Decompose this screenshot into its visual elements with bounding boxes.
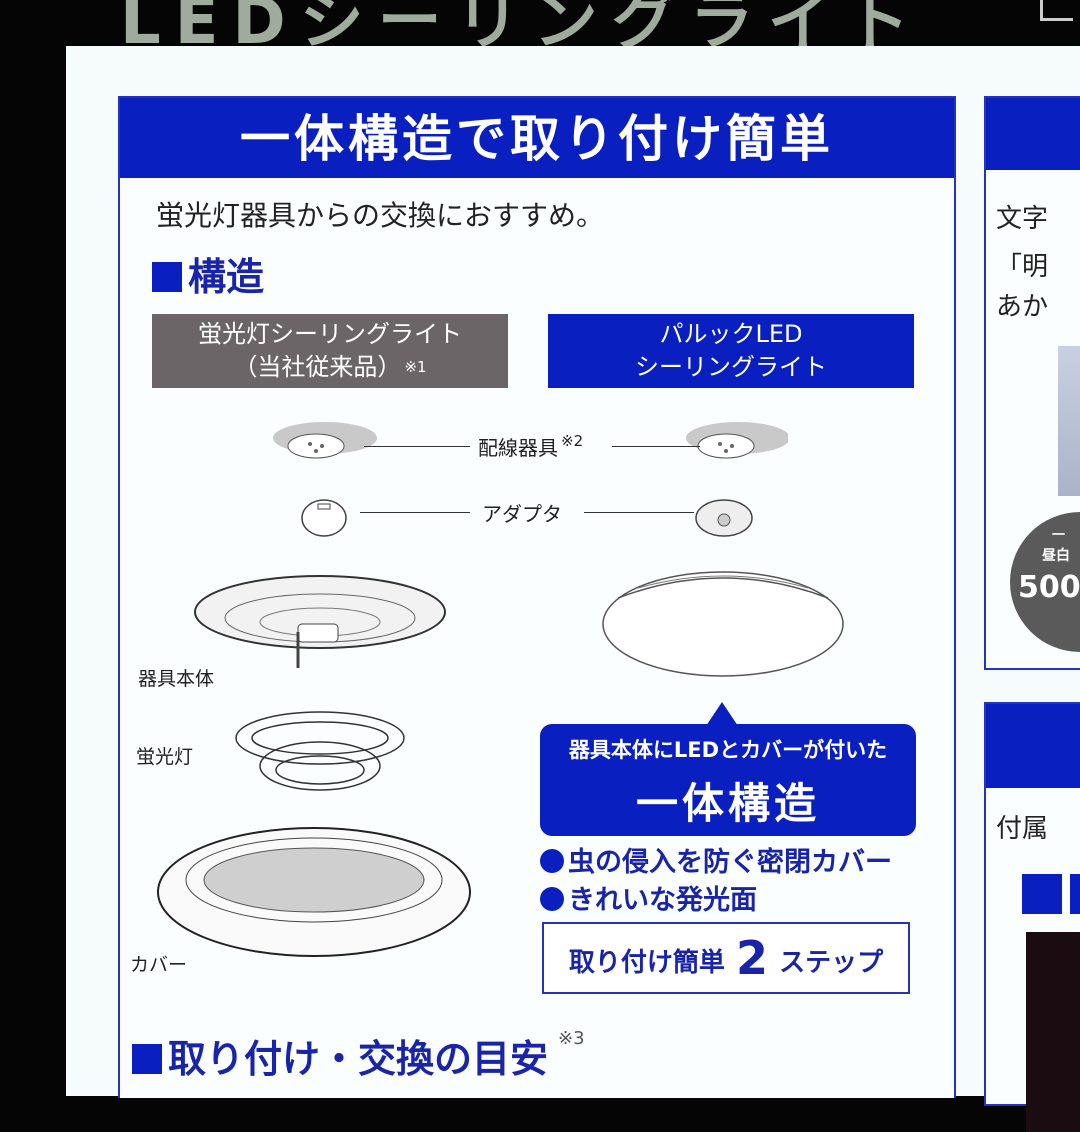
- bullet-dot-icon: [540, 849, 564, 873]
- lux-badge: 一 昼白 500: [1010, 512, 1080, 652]
- feature-list: 虫の侵入を防ぐ密閉カバー きれいな発光面: [540, 844, 892, 920]
- right-text-line: あか: [996, 292, 1049, 322]
- fluorescent-ring-illustration: [235, 711, 405, 791]
- wiring-fixture-label: 配線器具※2: [470, 432, 592, 461]
- easy-install-steps-box: 取り付け簡単 2 ステップ: [542, 922, 910, 994]
- steps-number: 2: [735, 931, 768, 985]
- right-panel-top: 文字 「明 あか 一 昼白 500: [984, 96, 1080, 670]
- right-panel-header: [986, 704, 1080, 788]
- adapter-old-icon: [301, 499, 347, 537]
- connector-line: [612, 446, 700, 447]
- square-bullet-icon: [152, 262, 182, 292]
- feature-item: きれいな発光面: [540, 882, 892, 920]
- section-structure: 構造: [152, 246, 264, 301]
- section-install-guide: 取り付け・交換の目安※3: [132, 1028, 585, 1083]
- adapter-label: アダプタ: [474, 498, 570, 527]
- connector-line: [360, 512, 470, 513]
- steps-suffix: ステップ: [779, 948, 884, 978]
- old-product-subtitle: （当社従来品）: [233, 353, 402, 381]
- callout-title: 一体構造: [635, 779, 820, 828]
- structure-panel: 一体構造で取り付け簡単 蛍光灯器具からの交換におすすめ。 構造 蛍光灯シーリング…: [118, 96, 956, 1098]
- new-product-tag: パルックLED シーリングライト: [548, 314, 914, 388]
- right-text-line: 「明: [996, 252, 1049, 282]
- square-bullet-icon: [1022, 874, 1062, 914]
- fixture-body-label: 器具本体: [138, 668, 215, 690]
- feature-item: 虫の侵入を防ぐ密閉カバー: [540, 844, 892, 882]
- right-text-line: 付属: [996, 814, 1049, 844]
- panel-title: 一体構造で取り付け簡単: [120, 98, 954, 178]
- connector-line: [364, 446, 474, 447]
- old-product-tag: 蛍光灯シーリングライト （当社従来品）※1: [152, 314, 508, 388]
- new-product-name: パルックLED: [659, 320, 803, 348]
- right-panel-header: [986, 98, 1080, 170]
- steps-prefix: 取り付け簡単: [568, 948, 725, 978]
- square-bullet-icon: [132, 1044, 162, 1074]
- cover-illustration: [157, 827, 471, 957]
- text-sample-image: [1058, 346, 1080, 496]
- fluorescent-label: 蛍光灯: [136, 746, 194, 768]
- right-panel-bottom: 付属: [984, 702, 1080, 1132]
- connector-line: [584, 512, 694, 513]
- section-title-fragment: [1070, 874, 1080, 914]
- new-product-type: シーリングライト: [635, 353, 827, 381]
- old-product-name: 蛍光灯シーリングライト: [198, 320, 462, 348]
- corner-mark: [1040, 0, 1073, 21]
- callout-subtitle: 器具本体にLEDとカバーが付いた: [568, 738, 888, 762]
- bullet-dot-icon: [540, 887, 564, 911]
- footnote-1: ※1: [404, 358, 427, 376]
- one-piece-callout: 器具本体にLEDとカバーが付いた 一体構造: [540, 702, 916, 836]
- intro-text: 蛍光灯器具からの交換におすすめ。: [156, 199, 605, 232]
- fixture-body-illustration: [194, 575, 446, 668]
- led-ceiling-light-illustration: [602, 571, 844, 677]
- adapter-new-icon: [695, 499, 753, 537]
- wiring-fixture-new-icon: [686, 422, 788, 459]
- dark-image: [1026, 932, 1080, 1132]
- wiring-fixture-old-icon: [273, 422, 377, 459]
- cover-label: カバー: [130, 954, 188, 976]
- right-text-line: 文字: [996, 204, 1049, 234]
